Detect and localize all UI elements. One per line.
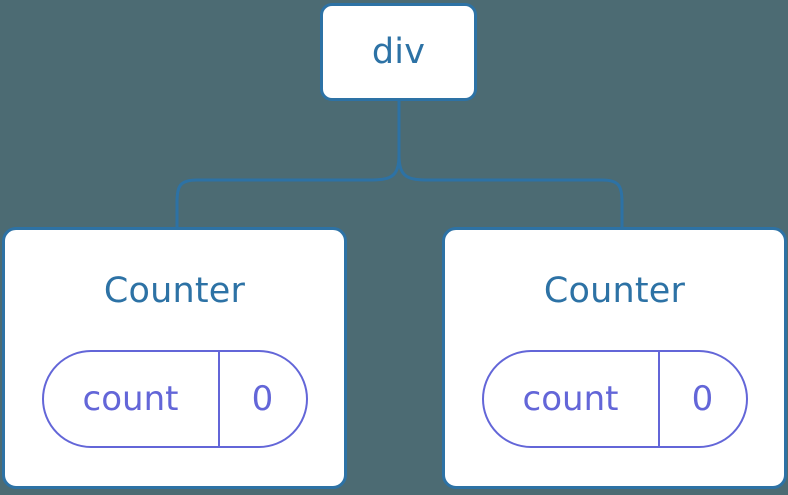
- node-counter-left[interactable]: Counter count 0: [2, 227, 347, 489]
- state-pill-right-key: count: [522, 379, 619, 419]
- node-counter-left-title: Counter: [103, 271, 246, 311]
- state-pill-left-value-cell: 0: [220, 352, 306, 446]
- state-pill-left-key: count: [82, 379, 179, 419]
- node-root-label: div: [371, 31, 426, 72]
- node-root-div[interactable]: div: [320, 3, 477, 101]
- connector-to-right-child: [397, 101, 624, 227]
- state-pill-right-value-cell: 0: [660, 352, 746, 446]
- state-pill-right-value: 0: [691, 379, 714, 419]
- state-pill-left-value: 0: [251, 379, 274, 419]
- node-counter-right[interactable]: Counter count 0: [442, 227, 787, 489]
- state-pill-right-key-cell: count: [484, 352, 660, 446]
- node-counter-right-title: Counter: [543, 271, 686, 311]
- state-pill-right[interactable]: count 0: [481, 350, 748, 448]
- connector-to-left-child: [175, 101, 401, 227]
- state-pill-left[interactable]: count 0: [41, 350, 308, 448]
- state-pill-left-key-cell: count: [44, 352, 220, 446]
